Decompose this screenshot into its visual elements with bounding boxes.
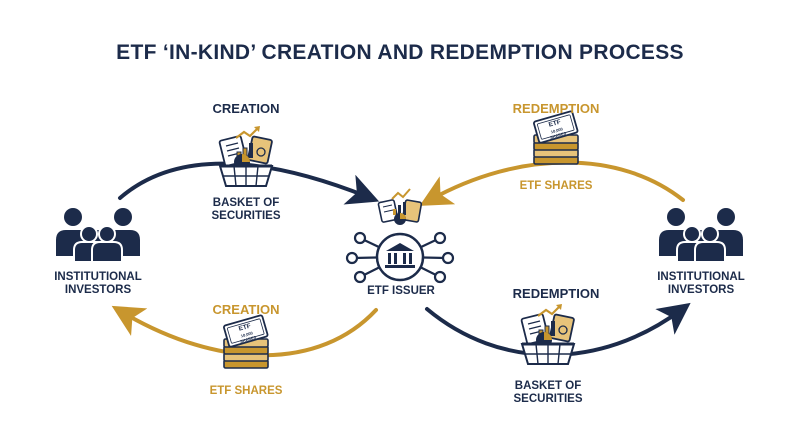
page-title: ETF ‘IN-KIND’ CREATION AND REDEMPTION PR…	[116, 41, 684, 64]
etf-shares-bottom-label: ETF SHARES	[209, 385, 283, 397]
institutional-investors-right-icon	[658, 207, 744, 263]
institutional-investors-left-icon	[55, 207, 141, 263]
etf-issuer-label: ETF ISSUER	[367, 285, 435, 297]
creation-bottom-label: CREATION	[212, 302, 280, 317]
basket-top-label-line1: BASKET OF	[212, 197, 280, 209]
svg-text:ETF: ETF	[548, 119, 562, 129]
arrow-creation-basket-to-issuer	[118, 161, 380, 205]
redemption-top-label: REDEMPTION	[512, 101, 600, 116]
basket-of-securities-bottom-icon	[519, 302, 576, 366]
etf-issuer-hub-icon	[345, 188, 455, 284]
svg-text:10,000: 10,000	[550, 126, 564, 134]
redemption-bottom-label: REDEMPTION	[512, 286, 600, 301]
svg-text:SHARES: SHARES	[549, 130, 567, 139]
investors-left-label-line2: INVESTORS	[64, 284, 132, 296]
investors-right-label-line1: INSTITUTIONAL	[657, 271, 745, 283]
svg-text:SHARES: SHARES	[239, 334, 257, 343]
basket-bottom-label-line2: SECURITIES	[513, 393, 583, 405]
investors-right-label-line2: INVESTORS	[667, 284, 735, 296]
basket-of-securities-top-icon	[217, 124, 274, 188]
investors-left-label-line1: INSTITUTIONAL	[54, 271, 142, 283]
svg-text:10,000: 10,000	[240, 330, 254, 338]
svg-text:ETF: ETF	[238, 323, 252, 333]
etf-shares-top-label: ETF SHARES	[519, 180, 593, 192]
creation-top-label: CREATION	[212, 101, 280, 116]
basket-bottom-label-line1: BASKET OF	[514, 380, 582, 392]
etf-shares-stack-top-icon: ETF 10,000 SHARES	[532, 110, 579, 165]
basket-top-label-line2: SECURITIES	[211, 210, 281, 222]
etf-shares-stack-bottom-icon: ETF 10,000 SHARES	[222, 314, 269, 369]
